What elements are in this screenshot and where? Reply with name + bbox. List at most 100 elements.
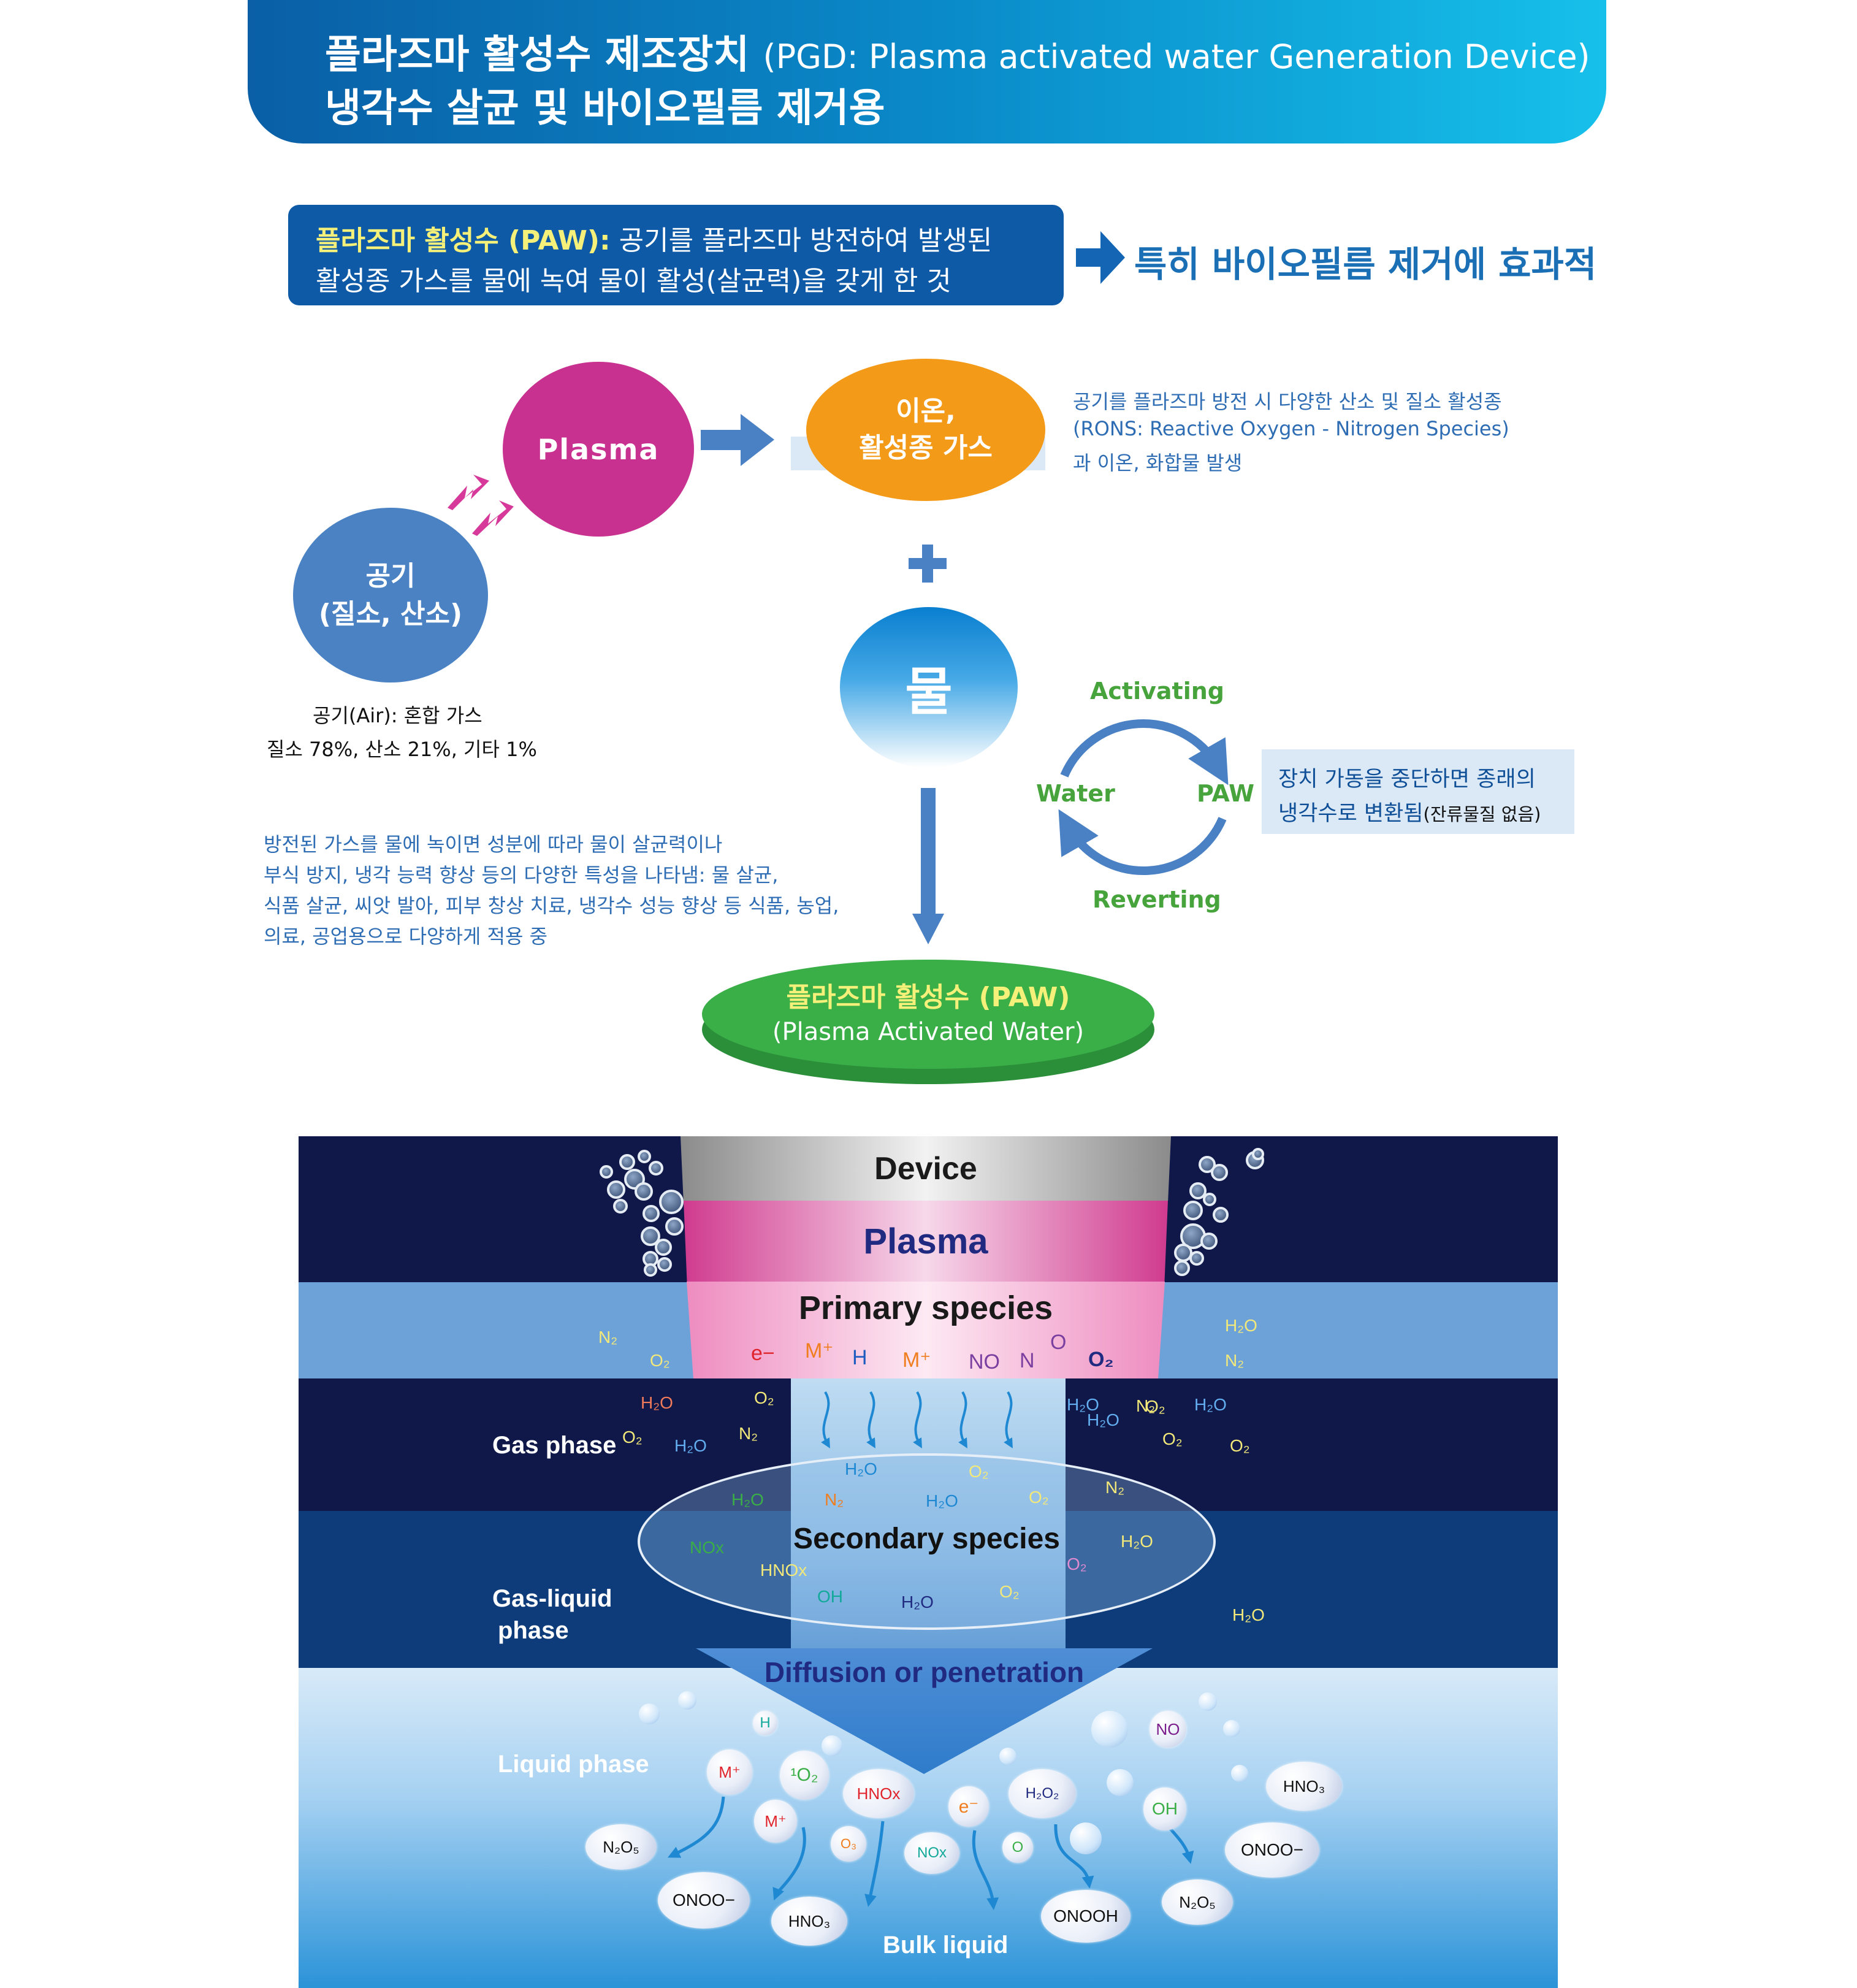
species-label: H₂O bbox=[1232, 1605, 1265, 1624]
liquid-species-bubble: HNOx bbox=[843, 1769, 914, 1818]
cycle-note-1: 장치 가동을 중단하면 종래의 bbox=[1278, 767, 1536, 792]
species-label: N₂ bbox=[739, 1424, 758, 1443]
rons-note-3: 과 이온, 화합물 발생 bbox=[1073, 451, 1243, 475]
primary-m2: M⁺ bbox=[902, 1348, 931, 1372]
plasma-circle: Plasma bbox=[503, 362, 694, 537]
liquid-species-bubble: M⁺ bbox=[754, 1800, 797, 1843]
definition-line2: 활성종 가스를 물에 녹여 물이 활성(살균력)을 갖게 한 것 bbox=[316, 266, 951, 297]
species-label: O₂ bbox=[1067, 1554, 1087, 1573]
lightning-icon bbox=[448, 475, 514, 536]
species-label: O₂ bbox=[969, 1462, 989, 1481]
liquid-species-bubble: ONOO− bbox=[658, 1872, 750, 1929]
cycle-arrows bbox=[1058, 719, 1229, 876]
species-label: O₂ bbox=[650, 1351, 670, 1370]
liquid-species-bubble: M⁺ bbox=[707, 1749, 752, 1795]
liquid-species-bubble: NO bbox=[1150, 1711, 1186, 1748]
definition-line1: 플라즈마 활성수 (PAW): 공기를 플라즈마 방전하여 발생된 bbox=[316, 225, 993, 256]
plus-icon bbox=[909, 545, 947, 583]
species-label: O₂ bbox=[622, 1428, 643, 1447]
species-label: O₂ bbox=[1029, 1488, 1049, 1507]
species-label: N₂ bbox=[1105, 1478, 1125, 1497]
species-label: H₂O bbox=[926, 1491, 958, 1510]
species-label: N₂ bbox=[1136, 1396, 1156, 1415]
gas-liquid-label-2: phase bbox=[498, 1617, 569, 1644]
primary-species-block: Primary species bbox=[687, 1282, 1165, 1378]
definition-term: 플라즈마 활성수 (PAW): bbox=[316, 225, 611, 256]
species-label: O₂ bbox=[1162, 1429, 1183, 1448]
primary-e: e− bbox=[751, 1342, 775, 1365]
water-to-paw-arrow-icon bbox=[912, 788, 944, 944]
cycle-reverting-label: Reverting bbox=[1092, 886, 1221, 913]
bulk-liquid-label: Bulk liquid bbox=[883, 1932, 1009, 1959]
cycle-note-2: 냉각수로 변환됨(잔류물질 없음) bbox=[1278, 801, 1541, 826]
species-label: OH bbox=[817, 1587, 843, 1606]
cycle-activating-label: Activating bbox=[1090, 678, 1224, 705]
secondary-ellipse bbox=[638, 1453, 1216, 1630]
primary-m1: M⁺ bbox=[805, 1339, 834, 1363]
plasma-block: Plasma bbox=[684, 1201, 1168, 1282]
species-label: H₂O bbox=[1087, 1410, 1119, 1429]
water-circle: 물 bbox=[840, 607, 1018, 768]
page-title-line2: 냉각수 살균 및 바이오필름 제거용 bbox=[325, 86, 885, 131]
air-note-1: 공기(Air): 혼합 가스 bbox=[313, 704, 482, 727]
species-label: N₂ bbox=[598, 1328, 618, 1347]
liquid-species-bubble: O₃ bbox=[831, 1826, 866, 1862]
species-label: H₂O bbox=[674, 1436, 707, 1455]
species-label: H₂O bbox=[1067, 1395, 1099, 1414]
title-main: 플라즈마 활성수 제조장치 bbox=[325, 32, 750, 78]
species-label: H₂O bbox=[1194, 1395, 1227, 1414]
species-label: O₂ bbox=[1230, 1436, 1250, 1455]
liquid-species-bubble: H bbox=[753, 1711, 777, 1735]
diffusion-label: Diffusion or penetration bbox=[764, 1656, 1085, 1688]
liquid-species-bubble: H₂O₂ bbox=[1009, 1769, 1076, 1818]
liquid-species-bubble: HNO₃ bbox=[1266, 1762, 1342, 1811]
species-label: NOx bbox=[690, 1538, 724, 1557]
species-label: N₂ bbox=[825, 1490, 844, 1509]
gas-liquid-label-1: Gas-liquid bbox=[492, 1585, 612, 1612]
species-label: H₂O bbox=[1225, 1316, 1257, 1335]
air-note-2: 질소 78%, 산소 21%, 기타 1% bbox=[267, 738, 537, 761]
cycle-note-box bbox=[1262, 749, 1574, 834]
species-label: H₂O bbox=[1121, 1532, 1153, 1551]
header-banner bbox=[248, 0, 1606, 143]
rons-note-1: 공기를 플라즈마 방전 시 다양한 산소 및 질소 활성종 bbox=[1073, 390, 1502, 413]
liquid-species-bubble: ¹O₂ bbox=[780, 1751, 829, 1800]
secondary-label: Secondary species bbox=[793, 1523, 1060, 1555]
liquid-species-bubble: HNO₃ bbox=[771, 1897, 847, 1946]
down-arrows bbox=[821, 1391, 1013, 1448]
species-label: H₂O bbox=[845, 1459, 877, 1478]
device-block: Device bbox=[681, 1136, 1171, 1201]
species-label: HNOx bbox=[760, 1561, 807, 1580]
gas-phase-label: Gas phase bbox=[492, 1432, 617, 1459]
primary-no: NO bbox=[969, 1350, 1000, 1374]
liquid-species-bubble: ONOO− bbox=[1225, 1822, 1319, 1878]
paw-disk: 플라즈마 활성수 (PAW) (Plasma Activated Water) bbox=[702, 960, 1154, 1069]
species-label: O₂ bbox=[1145, 1397, 1165, 1416]
species-label: H₂O bbox=[901, 1592, 934, 1611]
primary-n: N bbox=[1020, 1349, 1035, 1372]
primary-h: H bbox=[852, 1346, 867, 1369]
species-label: O₂ bbox=[754, 1388, 774, 1407]
cycle-water-label: Water bbox=[1036, 780, 1115, 807]
liquid-species-bubble: NOx bbox=[904, 1832, 959, 1874]
liquid-species-bubble: O bbox=[1002, 1832, 1033, 1863]
species-label: O₂ bbox=[999, 1582, 1020, 1601]
plasma-to-ion-arrow-icon bbox=[701, 414, 774, 466]
definition-box bbox=[288, 205, 1064, 305]
ion-circle: 이온, 활성종 가스 bbox=[806, 359, 1045, 501]
cycle-paw-label: PAW bbox=[1197, 780, 1254, 807]
feature-text: 특히 바이오필름 제거에 효과적 bbox=[1134, 243, 1597, 285]
liquid-phase-label: Liquid phase bbox=[498, 1751, 649, 1778]
rons-note-2: (RONS: Reactive Oxygen - Nitrogen Specie… bbox=[1073, 417, 1509, 440]
diffusion-arrow bbox=[696, 1648, 1153, 1774]
liquid-species-bubble: N₂O₅ bbox=[585, 1824, 657, 1870]
species-label: H₂O bbox=[641, 1393, 673, 1412]
page-title: 플라즈마 활성수 제조장치 (PGD: Plasma activated wat… bbox=[325, 23, 1590, 80]
air-circle: 공기 (질소, 산소) bbox=[293, 508, 488, 682]
title-sub: (PGD: Plasma activated water Generation … bbox=[763, 37, 1590, 76]
feature-arrow-icon bbox=[1076, 231, 1125, 284]
primary-o: O bbox=[1050, 1331, 1067, 1354]
liquid-species-bubble: e⁻ bbox=[948, 1786, 989, 1827]
liquid-species-bubble: N₂O₅ bbox=[1162, 1879, 1233, 1925]
liquid-species-bubble: OH bbox=[1143, 1787, 1186, 1830]
